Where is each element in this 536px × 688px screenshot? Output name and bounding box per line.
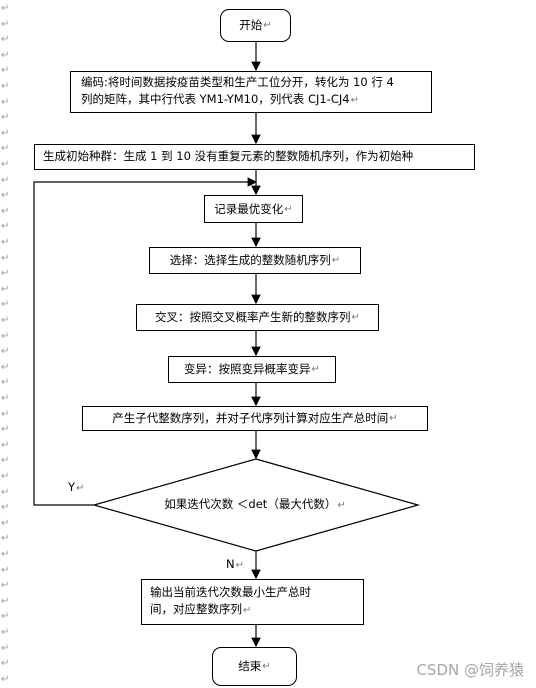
- paragraph-mark: ↵: [235, 560, 244, 571]
- margin-paragraph-mark: ↵: [1, 517, 10, 529]
- yes-branch-label: Y: [68, 480, 76, 494]
- condition-text-wrap: 如果迭代次数 ＜det（最大代数）↵: [140, 496, 370, 512]
- margin-paragraph-mark: ↵: [1, 81, 10, 92]
- margin-paragraph-mark: ↵: [1, 580, 10, 592]
- paragraph-mark: ↵: [350, 95, 359, 106]
- margin-paragraph-mark: ↵: [1, 143, 10, 155]
- margin-paragraph-mark: ↵: [1, 49, 10, 61]
- margin-paragraph-mark: ↵: [1, 673, 10, 685]
- paragraph-mark: ↵: [351, 312, 360, 323]
- output-text-line2: 间，对应整数序列: [150, 602, 242, 616]
- mutation-text: 变异：按照变异概率变异: [184, 362, 311, 376]
- encode-box: 编码:将时间数据按疫苗类型和生产工位分开，转化为 10 行 4 列的矩阵，其中行…: [70, 71, 432, 113]
- paragraph-mark: ↵: [284, 203, 293, 215]
- margin-paragraph-mark: ↵: [1, 549, 10, 560]
- end-node: 结束↵: [212, 647, 297, 686]
- start-label: 开始: [239, 18, 263, 32]
- margin-paragraph-mark: ↵: [1, 221, 10, 233]
- margin-paragraph-mark: ↵: [1, 455, 10, 467]
- mutation-box: 变异：按照变异概率变异↵: [168, 356, 336, 383]
- margin-paragraph-mark: ↵: [1, 268, 10, 280]
- margin-paragraph-mark: ↵: [1, 377, 10, 389]
- record-best-box: 记录最优变化↵: [204, 195, 303, 223]
- margin-paragraph-mark: ↵: [1, 112, 10, 124]
- loop-back-connector: [33, 177, 258, 506]
- paragraph-mark: ↵: [262, 661, 271, 672]
- condition-diamond: [91, 458, 421, 552]
- margin-paragraph-mark: ↵: [1, 190, 10, 202]
- margin-paragraph-mark: ↵: [1, 174, 10, 186]
- output-box: 输出当前迭代次数最小生产总时 间，对应整数序列↵: [141, 579, 364, 625]
- paragraph-mark: ↵: [263, 20, 272, 31]
- paragraph-mark: ↵: [389, 413, 398, 424]
- margin-paragraph-mark: ↵: [1, 96, 10, 108]
- margin-paragraph-mark: ↵: [1, 564, 10, 576]
- paragraph-mark: ↵: [243, 605, 252, 616]
- yes-branch-label-wrap: Y↵: [68, 480, 84, 494]
- encode-text-line1: 编码:将时间数据按疫苗类型和生产工位分开，转化为 10 行 4: [81, 75, 394, 89]
- condition-text: 如果迭代次数 ＜det（最大代数）: [164, 497, 337, 511]
- offspring-box: 产生子代整数序列，并对子代序列计算对应生产总时间↵: [82, 406, 428, 431]
- margin-paragraph-mark: ↵: [1, 502, 10, 514]
- margin-paragraph-mark: ↵: [1, 159, 10, 170]
- margin-paragraph-mark: ↵: [1, 299, 10, 311]
- margin-paragraph-mark: ↵: [1, 627, 10, 638]
- selection-text: 选择：选择生成的整数随机序列: [169, 253, 331, 267]
- margin-paragraph-mark: ↵: [1, 361, 10, 373]
- crossover-text: 交叉：按照交叉概率产生新的整数序列: [155, 310, 351, 324]
- paragraph-mark: ↵: [337, 500, 346, 511]
- margin-paragraph-mark: ↵: [1, 471, 10, 482]
- margin-paragraph-mark: ↵: [1, 237, 10, 248]
- init-population-box: 生成初始种群：生成 1 到 10 没有重复元素的整数随机序列，作为初始种: [34, 144, 475, 170]
- no-branch-label: N: [226, 557, 235, 571]
- margin-paragraph-mark: ↵: [1, 346, 10, 358]
- margin-paragraph-mark: ↵: [1, 18, 10, 30]
- offspring-text: 产生子代整数序列，并对子代序列计算对应生产总时间: [112, 411, 389, 425]
- record-best-text: 记录最优变化: [214, 201, 284, 216]
- margin-paragraph-mark: ↵: [1, 3, 10, 14]
- margin-paragraph-mark: ↵: [1, 330, 10, 342]
- crossover-box: 交叉：按照交叉概率产生新的整数序列↵: [136, 304, 379, 331]
- margin-paragraph-mark: ↵: [1, 642, 10, 654]
- init-population-text: 生成初始种群：生成 1 到 10 没有重复元素的整数随机序列，作为初始种: [43, 149, 414, 163]
- margin-paragraph-mark: ↵: [1, 595, 10, 607]
- output-text-line1: 输出当前迭代次数最小生产总时: [150, 585, 311, 599]
- csdn-watermark: CSDN @饲养猿: [416, 661, 524, 679]
- margin-paragraph-mark: ↵: [1, 408, 10, 420]
- margin-paragraph-mark: ↵: [1, 283, 10, 295]
- paragraph-mark: ↵: [76, 483, 85, 494]
- margin-paragraph-mark: ↵: [1, 439, 10, 451]
- margin-paragraph-mark: ↵: [1, 205, 10, 217]
- margin-paragraph-mark: ↵: [1, 34, 10, 46]
- paragraph-mark: ↵: [331, 255, 341, 266]
- paragraph-mark: ↵: [311, 364, 320, 375]
- selection-box: 选择：选择生成的整数随机序列↵: [149, 247, 361, 274]
- margin-paragraph-mark: ↵: [1, 315, 10, 326]
- margin-paragraph-mark: ↵: [1, 65, 10, 77]
- no-branch-label-wrap: N↵: [226, 557, 244, 571]
- margin-paragraph-mark: ↵: [1, 658, 10, 670]
- margin-paragraph-mark: ↵: [1, 486, 10, 498]
- margin-paragraph-mark: ↵: [1, 533, 10, 545]
- start-node: 开始↵: [220, 9, 291, 42]
- encode-text-line2: 列的矩阵，其中行代表 YM1-YM10，列代表 CJ1-CJ4: [81, 92, 350, 106]
- margin-paragraph-mark: ↵: [1, 252, 10, 264]
- margin-paragraph-mark: ↵: [1, 424, 10, 436]
- margin-paragraph-mark: ↵: [1, 611, 10, 623]
- margin-paragraph-mark: ↵: [1, 127, 10, 139]
- margin-paragraph-mark: ↵: [1, 393, 10, 404]
- end-label: 结束: [238, 659, 262, 673]
- margin-paragraph-marks: ↵ ↵ ↵ ↵ ↵ ↵ ↵ ↵ ↵ ↵ ↵ ↵ ↵ ↵ ↵ ↵ ↵ ↵ ↵ ↵ ↵ ↵ ↵ ↵ ↵ ↵ ↵ ↵ ↵ ↵ ↵ ↵ ↵ ↵ ↵ ↵ ↵ ↵ ↵ ↵…: [0, 0, 14, 688]
